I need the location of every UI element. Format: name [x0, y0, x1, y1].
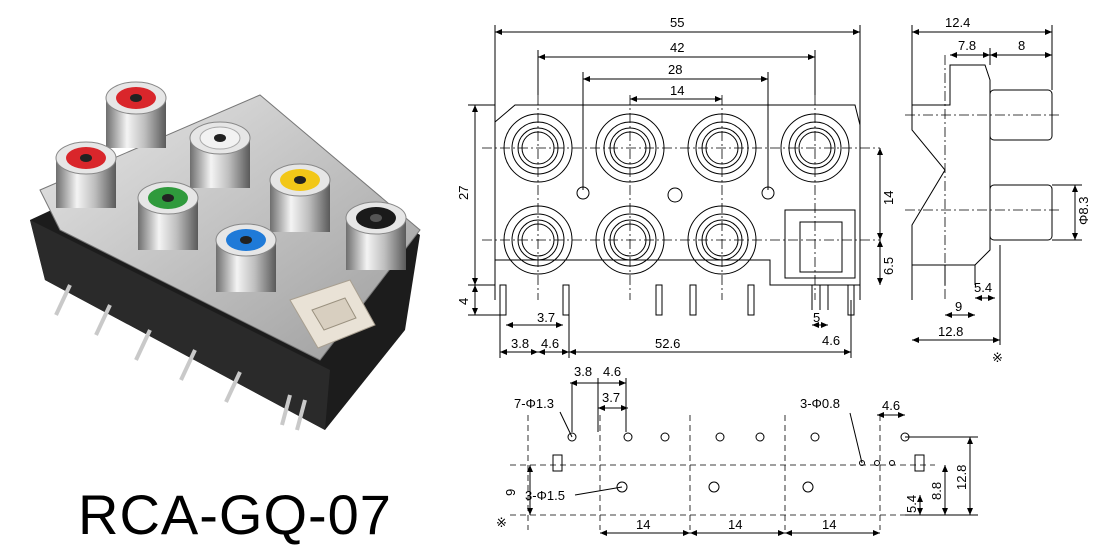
dim-3-8: 3.8 [511, 336, 529, 351]
pcb-footprint-dims: 3.8 4.6 3.7 4.6 7-Φ1.3 3-Φ0.8 3-Φ1.5 9 5… [496, 364, 969, 532]
side-mark: ※ [992, 350, 1003, 365]
dim-5-4-side: 5.4 [974, 280, 992, 295]
dim-52-6: 52.6 [655, 336, 680, 351]
dim-27: 27 [456, 186, 471, 200]
label-3-phi-0-8: 3-Φ0.8 [800, 396, 840, 411]
dim-55: 55 [670, 15, 684, 30]
rca-jack-red-left [55, 141, 117, 208]
front-view-drawing [468, 25, 883, 358]
fp-dim-8-8: 8.8 [929, 482, 944, 500]
dim-12-8-side: 12.8 [938, 324, 963, 339]
fp-dim-14-b: 14 [728, 517, 742, 532]
dim-phi-8-3: Φ8.3 [1076, 197, 1091, 225]
rca-jack-red-top [105, 81, 167, 148]
dim-7-8: 7.8 [958, 38, 976, 53]
dim-28: 28 [668, 62, 682, 77]
dim-42: 42 [670, 40, 684, 55]
rca-jack-black [345, 201, 407, 270]
optical-toslink-port [289, 279, 376, 349]
front-view-dims: 55 42 28 14 27 4 14 6.5 3.7 3.8 4.6 52.6… [456, 15, 896, 351]
fp-dim-4-6-right: 4.6 [882, 398, 900, 413]
rca-jack-green [137, 181, 199, 250]
fp-dim-3-7: 3.7 [602, 390, 620, 405]
part-number-title: RCA-GQ-07 [78, 483, 392, 546]
side-view-dims: 12.4 7.8 8 Φ8.3 5.4 9 12.8 ※ [938, 15, 1091, 365]
footprint-mark: ※ [496, 515, 507, 530]
dim-12-4: 12.4 [945, 15, 970, 30]
dim-14-top: 14 [670, 83, 684, 98]
dim-8: 8 [1018, 38, 1025, 53]
product-photo [30, 81, 421, 431]
front-optical-outline [784, 209, 856, 279]
dim-4-6-right: 4.6 [822, 333, 840, 348]
side-view-drawing [905, 25, 1082, 345]
fp-dim-12-8: 12.8 [954, 465, 969, 490]
dim-3-7: 3.7 [537, 310, 555, 325]
fp-dim-5-4: 5.4 [904, 495, 919, 513]
pcb-footprint-drawing [510, 378, 978, 536]
dim-6-5: 6.5 [881, 257, 896, 275]
rca-jack-yellow [269, 163, 331, 232]
rca-jack-blue [215, 223, 277, 292]
dim-5: 5 [813, 310, 820, 325]
fp-dim-14-c: 14 [822, 517, 836, 532]
fp-dim-14-a: 14 [636, 517, 650, 532]
rca-jack-white [189, 121, 251, 188]
fp-dim-9: 9 [503, 489, 518, 496]
dim-14-right: 14 [881, 191, 896, 205]
dim-9-side: 9 [955, 299, 962, 314]
dim-4: 4 [456, 298, 471, 305]
dim-4-6: 4.6 [541, 336, 559, 351]
label-7-phi-1-3: 7-Φ1.3 [514, 396, 554, 411]
label-3-phi-1-5: 3-Φ1.5 [525, 488, 565, 503]
fp-dim-3-8: 3.8 [574, 364, 592, 379]
fp-dim-4-6: 4.6 [603, 364, 621, 379]
